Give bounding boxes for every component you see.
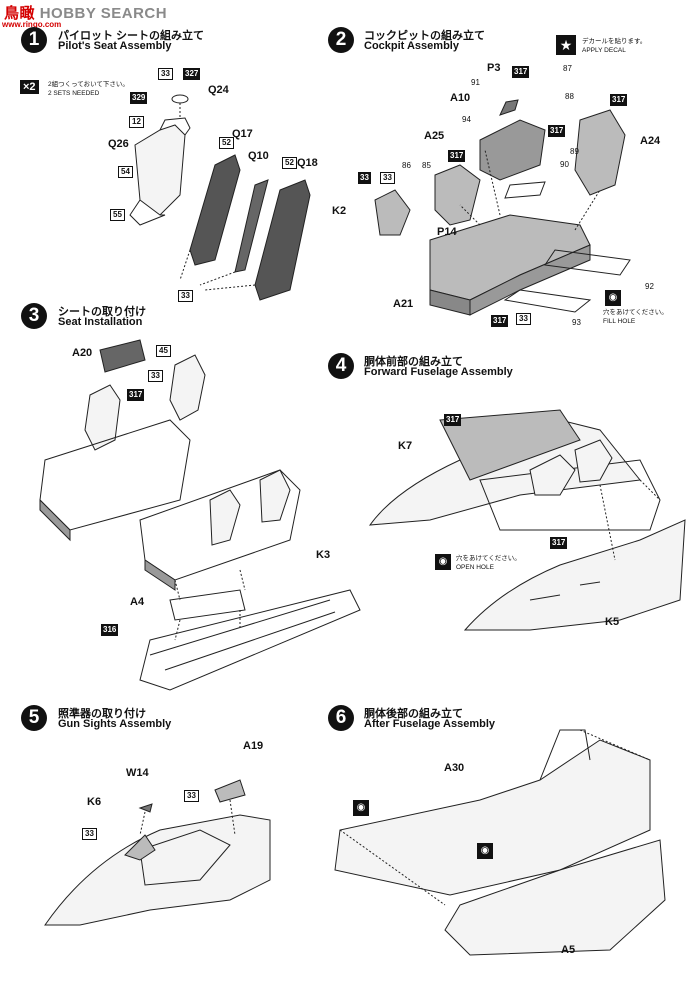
color-33-d: 33 [516, 313, 531, 325]
part-p14: P14 [437, 226, 457, 238]
color-33-b: 33 [178, 290, 193, 302]
part-k6: K6 [87, 796, 102, 808]
color-317-i: 317 [550, 537, 568, 549]
step-4-number: 4 [328, 353, 354, 379]
part-a24: A24 [640, 135, 661, 147]
part-a19: A19 [243, 740, 264, 752]
sets-needed-note-jp: 2組つくっておいて下さい。 [48, 81, 129, 88]
open-hole-note-en: OPEN HOLE [456, 564, 494, 571]
fill-hole-note-en: FILL HOLE [603, 318, 636, 325]
fill-hole-note-jp: 穴をあけてください。 [603, 309, 668, 316]
step-3-title-jp: シートの取り付け [58, 306, 146, 318]
step-3-title-en: Seat Installation [58, 316, 143, 328]
step-6-number: 6 [328, 705, 354, 731]
num-88: 88 [565, 92, 574, 101]
sets-needed-note-en: 2 SETS NEEDED [48, 90, 100, 97]
part-k2: K2 [332, 205, 347, 217]
part-k7: K7 [398, 440, 413, 452]
color-317-c: 317 [548, 125, 566, 137]
part-q17: Q17 [232, 128, 253, 140]
drill-hole-icon: ◉ [605, 290, 621, 306]
color-12: 12 [129, 116, 144, 128]
num-92: 92 [645, 282, 654, 291]
color-33-e: 33 [148, 370, 163, 382]
watermark-part1: 鳥瞰 [4, 5, 36, 22]
step-6-title-en: After Fuselage Assembly [364, 718, 496, 730]
color-33: 33 [158, 68, 173, 80]
step-4-title-jp: 胴体前部の組み立て [364, 356, 463, 368]
part-a25: A25 [424, 130, 445, 142]
step-4-title-en: Forward Fuselage Assembly [364, 366, 513, 378]
color-33-g: 33 [82, 828, 97, 840]
num-90: 90 [560, 160, 569, 169]
num-87: 87 [563, 64, 572, 73]
step-2-number: 2 [328, 27, 354, 53]
open-hole-note-jp: 穴をあけてください。 [456, 555, 521, 562]
color-317-f: 317 [491, 315, 509, 327]
part-a20: A20 [72, 347, 93, 359]
step-5-number: 5 [21, 705, 47, 731]
decal-star-icon: ★ [556, 35, 576, 55]
step-3-number: 3 [21, 303, 47, 329]
step-1-title-jp: パイロット シートの組み立て [58, 30, 205, 42]
num-94: 94 [462, 115, 471, 124]
color-54: 54 [118, 166, 133, 178]
part-q26: Q26 [108, 138, 129, 150]
watermark-part2: HOBBY SEARCH [39, 5, 168, 22]
color-45: 45 [156, 345, 171, 357]
drill-hole-icon-a: ◉ [353, 800, 369, 816]
part-a21: A21 [393, 298, 414, 310]
color-317-g: 317 [127, 389, 145, 401]
step-1-number: 1 [21, 27, 47, 53]
color-317-b: 317 [610, 94, 628, 106]
part-a4: A4 [130, 596, 145, 608]
num-93: 93 [572, 318, 581, 327]
part-k3: K3 [316, 549, 331, 561]
color-52-a: 52 [219, 137, 234, 149]
step-2-title-en: Cockpit Assembly [364, 40, 459, 52]
watermark: 鳥瞰 HOBBY SEARCH [4, 2, 167, 23]
color-317-e: 33 [358, 172, 371, 184]
open-hole-icon: ◉ [435, 554, 451, 570]
num-89: 89 [570, 147, 579, 156]
num-85: 85 [422, 161, 431, 170]
step-5-title-en: Gun Sights Assembly [58, 718, 172, 730]
color-317-a: 317 [512, 66, 530, 78]
watermark-url: www.ringo.com [2, 20, 62, 29]
color-317-d: 317 [448, 150, 466, 162]
part-q18: Q18 [297, 157, 318, 169]
color-317-h: 317 [444, 414, 462, 426]
part-a5: A5 [561, 944, 576, 956]
color-316: 316 [101, 624, 119, 636]
color-329: 329 [130, 92, 148, 104]
step-6-title-jp: 胴体後部の組み立て [364, 708, 463, 720]
step-1-title-en: Pilot's Seat Assembly [58, 40, 172, 52]
num-91: 91 [471, 78, 480, 87]
part-q24: Q24 [208, 84, 229, 96]
decal-note-jp: デカールを貼ります。 [582, 38, 647, 45]
drill-hole-icon-b: ◉ [477, 843, 493, 859]
step-2-title-jp: コックピットの組み立て [364, 30, 485, 42]
part-k5: K5 [605, 616, 620, 628]
color-33-c: 33 [380, 172, 395, 184]
color-327: 327 [183, 68, 201, 80]
part-w14: W14 [126, 767, 149, 779]
part-a30: A30 [444, 762, 465, 774]
sets-needed-badge: ×2 [20, 80, 39, 94]
color-55: 55 [110, 209, 125, 221]
color-33-f: 33 [184, 790, 199, 802]
part-a10: A10 [450, 92, 471, 104]
step-5-title-jp: 照準器の取り付け [58, 708, 146, 720]
num-86: 86 [402, 161, 411, 170]
color-52-b: 52 [282, 157, 297, 169]
part-q10: Q10 [248, 150, 269, 162]
part-p3: P3 [487, 62, 501, 74]
decal-note-en: APPLY DECAL [582, 47, 626, 54]
